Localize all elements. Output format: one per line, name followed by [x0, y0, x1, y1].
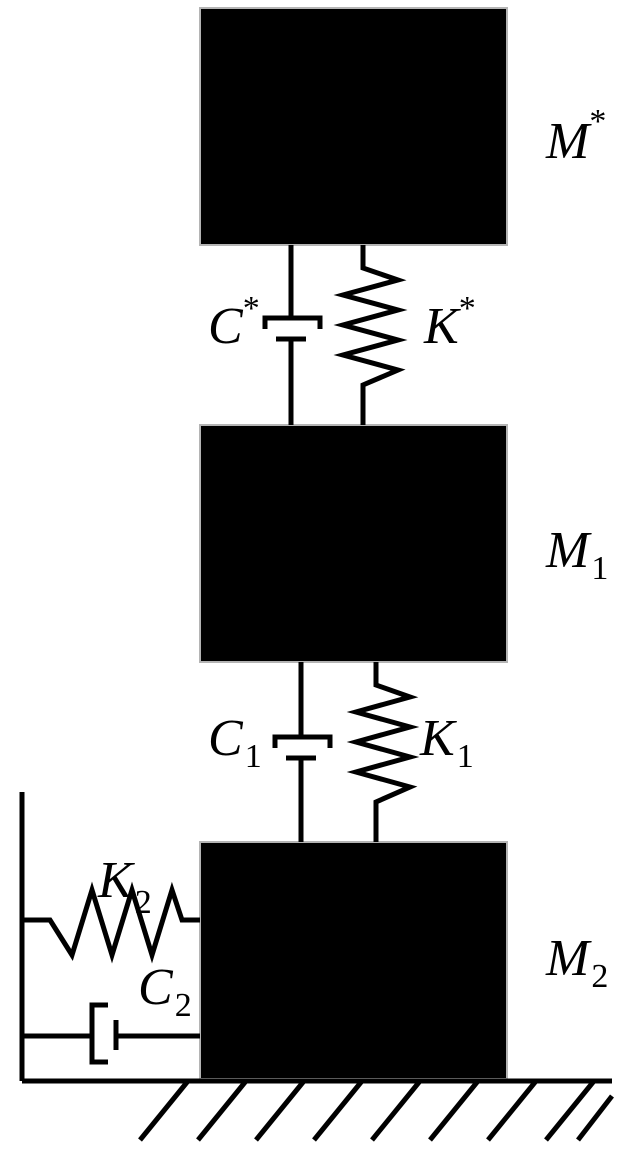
label-c2: C2 — [138, 959, 192, 1024]
label-m-star: M* — [545, 103, 606, 170]
damper-c2 — [22, 1002, 200, 1065]
label-m1: M1 — [545, 522, 608, 587]
mass-m2-block — [199, 841, 508, 1080]
mass-m1-block — [199, 424, 508, 663]
label-m2: M2 — [545, 930, 608, 995]
label-c1: C1 — [208, 710, 262, 775]
spring-k1 — [346, 662, 420, 842]
mass-m-star-block — [199, 7, 508, 246]
damper-c1 — [272, 662, 333, 842]
ground — [22, 1078, 614, 1142]
spring-k-star — [333, 245, 408, 425]
damper-c-star — [262, 245, 323, 425]
label-k1: K1 — [419, 710, 474, 775]
label-c-star: C* — [208, 290, 260, 355]
spring-k2 — [22, 881, 200, 964]
label-k2: K2 — [97, 852, 152, 921]
label-k-star: K* — [423, 290, 476, 355]
